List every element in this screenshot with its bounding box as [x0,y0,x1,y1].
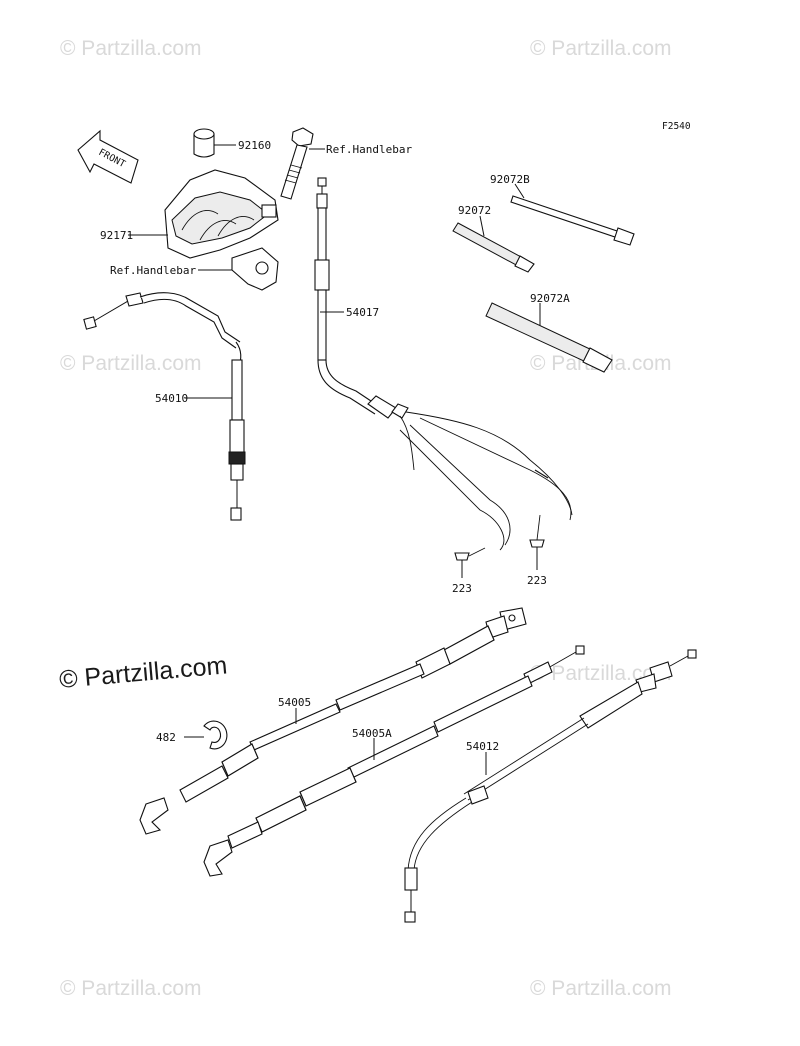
callout-482: 482 [156,731,176,744]
cable-54017 [314,177,573,551]
bracket-92171 [128,169,279,259]
callout-223-right: 223 [527,574,547,587]
cable-54012 [404,649,697,923]
watermark-main: © Partzilla.com [58,651,228,694]
callout-54017: 54017 [346,306,379,319]
callout-54005A: 54005A [352,727,392,740]
watermark-top-left: © Partzilla.com [60,37,202,60]
handlebar-bolt [280,127,325,200]
callout-223-left: 223 [452,582,472,595]
callout-54012: 54012 [466,740,499,753]
ref-handlebar-left: Ref.Handlebar [110,264,196,277]
cable-tie-92072 [452,215,535,273]
ref-handlebar-top: Ref.Handlebar [326,143,412,156]
callout-92160: 92160 [238,139,271,152]
callout-92171: 92171 [100,229,133,242]
cable-tie-92072B [510,183,635,246]
callout-92072B: 92072B [490,173,530,186]
watermark-bottom-left: © Partzilla.com [60,977,202,1000]
watermarks: © Partzilla.com © Partzilla.com © Partzi… [58,37,671,1000]
cable-54010 [83,292,246,521]
watermark-mid-left: © Partzilla.com [60,352,202,375]
front-arrow-icon: FRONT [77,129,139,184]
watermark-low-right: © Partzilla.com [530,662,672,685]
callout-54005: 54005 [278,696,311,709]
screw-223-left [454,547,486,578]
cable-tie-92072A [485,302,613,373]
cable-54005 [139,607,527,835]
diagram-code: F2540 [662,121,691,132]
watermark-top-right: © Partzilla.com [530,37,672,60]
cable-54005A [203,645,585,877]
callout-92072A: 92072A [530,292,570,305]
clip-482 [184,720,228,750]
callout-54010: 54010 [155,392,188,405]
watermark-bottom-right: © Partzilla.com [530,977,672,1000]
callout-92072: 92072 [458,204,491,217]
collar-92160 [193,128,236,158]
screw-223-right [529,514,545,570]
handlebar-clamp [198,247,279,291]
